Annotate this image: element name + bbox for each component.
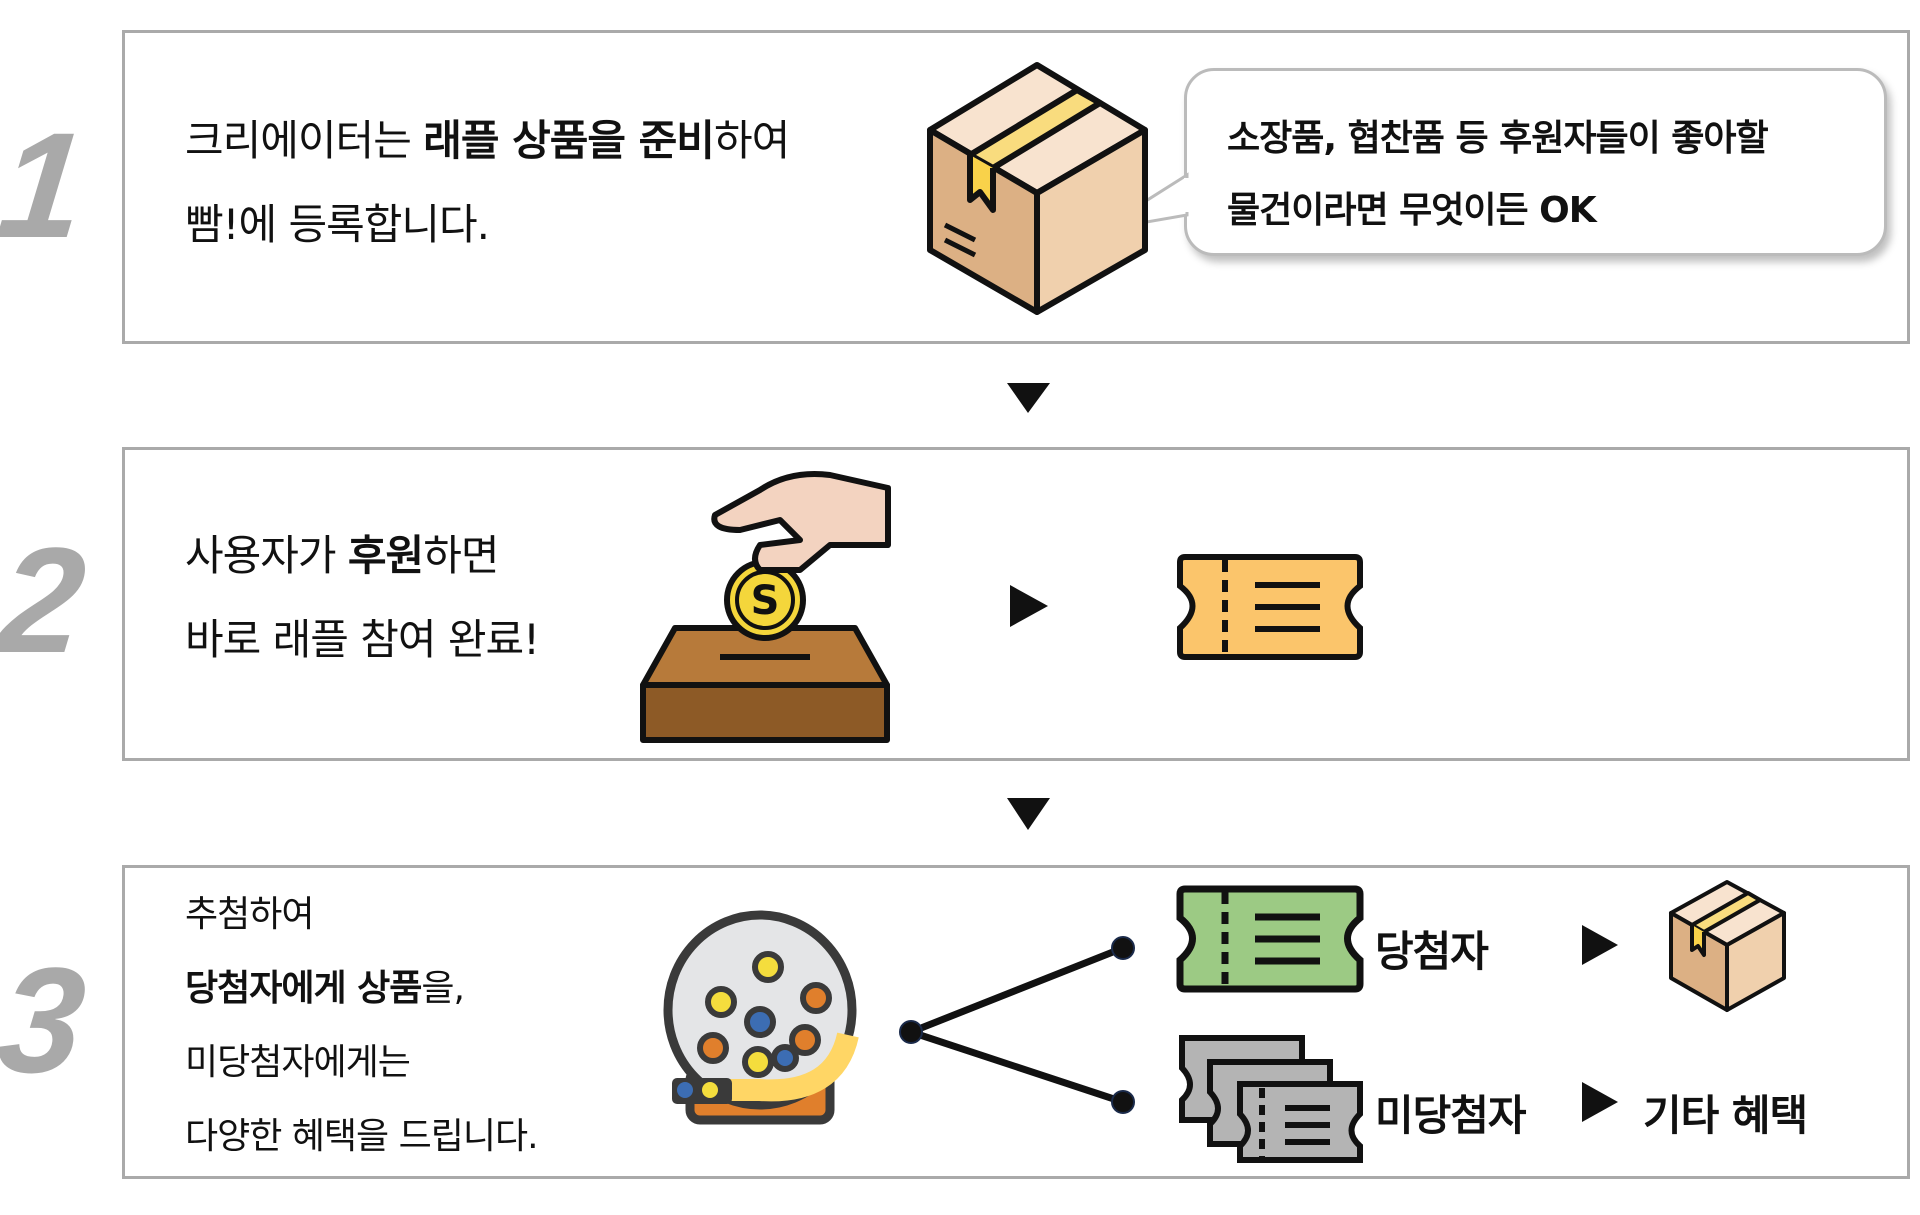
green-ticket-icon [1176, 885, 1364, 993]
arrow-right-icon [1582, 925, 1618, 965]
arrow-down-icon [1007, 383, 1050, 413]
text-segment: 하여 [713, 116, 790, 165]
text-segment-bold: 후원 [347, 531, 424, 580]
text-segment: 추첨하여 [185, 894, 314, 935]
gray-tickets-icon [1179, 1035, 1363, 1163]
small-box-icon [1669, 880, 1786, 1012]
lottery-machine-icon [663, 910, 859, 1125]
text-segment-bold: 당첨자에게 상품 [185, 968, 422, 1009]
bubble-line-2: 물건이라면 무엇이든 OK [1227, 190, 1597, 231]
step-3-line-2: 당첨자에게 상품을, [185, 968, 465, 1009]
text-segment: 사용자가 [185, 531, 348, 580]
step-3-line-4: 다양한 혜택을 드립니다. [185, 1116, 539, 1157]
coin-hand-ballot-icon: S [640, 471, 891, 743]
step-2-line-1: 사용자가 후원하면 [185, 535, 499, 577]
arrow-right-icon [1010, 585, 1048, 627]
loser-label: 미당첨자 [1375, 1091, 1527, 1140]
step-3-line-3: 미당첨자에게는 [185, 1042, 411, 1083]
bubble-line-1: 소장품, 협찬품 등 후원자들이 좋아할 [1227, 118, 1769, 159]
loser-reward-label: 기타 혜택 [1643, 1091, 1808, 1140]
text-segment: 바로 래플 참여 완료! [185, 615, 540, 664]
arrow-right-icon [1582, 1082, 1618, 1122]
step-2-line-2: 바로 래플 참여 완료! [185, 619, 540, 661]
text-segment: 을, [421, 968, 465, 1009]
arrow-down-icon [1007, 798, 1050, 830]
box-icon [927, 62, 1148, 315]
step-1-line-2: 빰!에 등록합니다. [185, 204, 490, 246]
text-segment: 하면 [423, 531, 499, 580]
text-segment: 미당첨자에게는 [185, 1042, 411, 1083]
step-3-line-1: 추첨하여 [185, 894, 314, 935]
svg-text:S: S [751, 578, 780, 624]
text-segment-bold: 래플 상품을 준비 [423, 116, 715, 165]
branch-connector [899, 936, 1135, 1114]
step-1-line-1: 크리에이터는 래플 상품을 준비하여 [185, 120, 790, 162]
winner-label: 당첨자 [1375, 927, 1489, 976]
text-segment: 빰!에 등록합니다. [185, 200, 490, 249]
text-segment: 다양한 혜택을 드립니다. [185, 1116, 539, 1157]
step-3-panel [122, 865, 1910, 1179]
text-segment: 크리에이터는 [185, 116, 424, 165]
ticket-icon [1177, 554, 1363, 660]
speech-bubble: 소장품, 협찬품 등 후원자들이 좋아할 물건이라면 무엇이든 OK [1184, 68, 1887, 256]
